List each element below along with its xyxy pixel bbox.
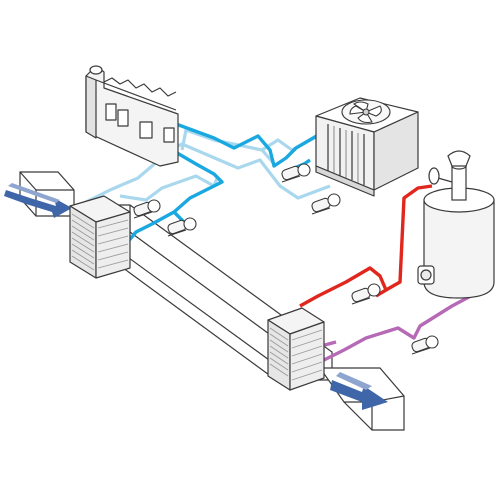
pump-icon	[311, 193, 341, 215]
pump-icon	[167, 217, 197, 237]
hot-water-pipes	[299, 184, 433, 308]
chiller-unit-icon	[85, 65, 179, 167]
heat-exchanger-coil-icon	[267, 307, 325, 391]
airflow-arrow-icon	[4, 183, 72, 218]
pump-icon	[281, 163, 311, 183]
cooling-tower-icon	[315, 97, 419, 197]
airflow-arrow-icon	[330, 372, 388, 410]
pump-icon	[351, 283, 381, 305]
cooling-tower-fan-icon	[341, 99, 391, 125]
pump-icon	[133, 199, 161, 219]
pump-icon	[411, 335, 439, 355]
heat-exchanger-coil-icon	[69, 195, 131, 279]
boiler-tank-icon	[417, 150, 495, 299]
